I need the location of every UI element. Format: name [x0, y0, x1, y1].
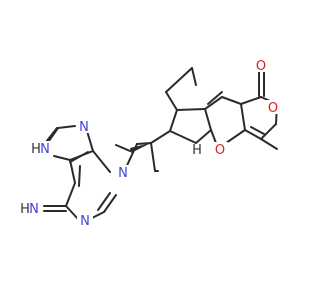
bond [207, 91, 223, 105]
bond [225, 129, 246, 144]
bond [57, 125, 76, 129]
bond [53, 155, 71, 161]
bond [169, 109, 178, 132]
atom-label-h: H [20, 202, 30, 217]
bond [240, 96, 262, 105]
atom-label-h: H [192, 143, 202, 158]
bond [165, 67, 193, 93]
atom-label-h: H [31, 142, 41, 157]
bond [97, 192, 111, 211]
atom-label-o: O [256, 59, 266, 74]
bond [69, 159, 76, 184]
atom-label-n: N [79, 120, 89, 135]
bond [244, 129, 262, 140]
bond [240, 103, 246, 131]
label-bg [24, 201, 42, 215]
atom-label-n: N [40, 142, 50, 157]
molecule-structure: N H N N N N H O O O H [20, 58, 281, 229]
bond [92, 150, 111, 173]
label-bg [37, 141, 53, 155]
label-bg [115, 165, 131, 179]
label-bg [77, 213, 93, 227]
bond [221, 96, 242, 105]
label-bg [253, 58, 269, 72]
bond [69, 151, 89, 163]
bond [65, 205, 79, 220]
bond [204, 96, 223, 110]
bond [165, 91, 178, 111]
bond [191, 67, 197, 86]
bond [195, 129, 212, 144]
bond [260, 138, 278, 150]
atom-label-n: N [80, 214, 90, 229]
atom-label-n: N [118, 166, 128, 181]
atom-label-o: O [215, 143, 225, 158]
bond [169, 130, 197, 144]
label-bg [265, 100, 281, 114]
bond [136, 142, 152, 145]
bond [65, 182, 76, 207]
atom-label-o: O [268, 101, 278, 116]
stereo-wedge [130, 143, 151, 153]
label-bg [212, 142, 228, 156]
bond [150, 142, 156, 172]
label-bg [76, 119, 92, 133]
bond [210, 129, 217, 144]
atom-label-n: N [29, 202, 39, 217]
bond [204, 108, 212, 131]
bond [115, 144, 131, 152]
bond [260, 123, 277, 140]
bond [176, 108, 206, 111]
bond [86, 130, 94, 152]
bond [103, 194, 117, 213]
bond [250, 126, 265, 135]
bond [150, 130, 171, 144]
bond [45, 127, 58, 143]
bond [78, 165, 81, 187]
